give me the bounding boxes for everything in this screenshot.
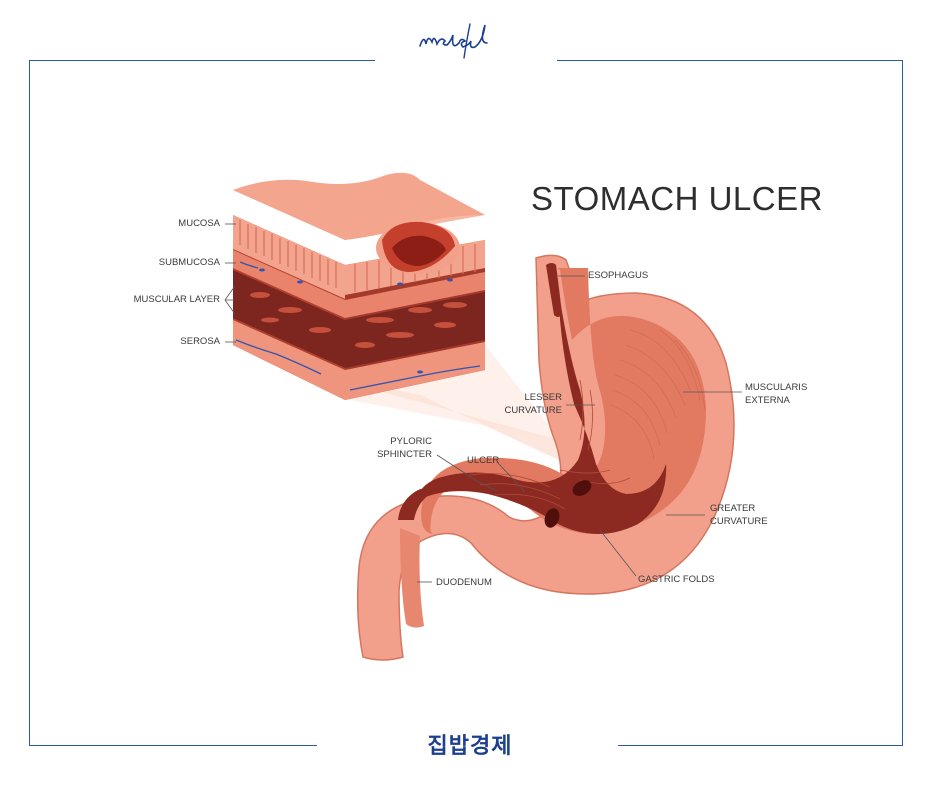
frame-bottom-left-line <box>29 745 317 746</box>
label-pyloric-sphincter-line1: PYLORIC <box>390 436 432 447</box>
leader-lines <box>224 223 742 583</box>
frame-top-right-line <box>557 60 903 61</box>
frame-top-left-line <box>29 60 375 61</box>
label-muscularis-externa-line1: MUSCULARIS <box>745 382 808 393</box>
label-muscular-layer: MUSCULAR LAYER <box>133 294 220 305</box>
frame-bottom-right-line <box>618 745 903 746</box>
label-muscularis-externa-line2: EXTERNA <box>745 395 790 406</box>
label-submucosa: SUBMUCOSA <box>158 257 220 268</box>
label-pyloric-sphincter-line2: SPHINCTER <box>377 449 432 460</box>
label-ulcer: UlCER <box>467 455 500 466</box>
label-lesser-curvature-line1: LESSER <box>524 392 563 403</box>
tissue-block <box>233 172 485 400</box>
label-gastric-folds: GASTRIC FOLDS <box>638 574 715 585</box>
footer-brand-text: 집밥경제 <box>427 734 513 759</box>
frame-left-line <box>29 60 30 746</box>
diagram-title: STOMACH ULCER <box>531 180 823 217</box>
label-mucosa: MUCOSA <box>178 218 220 229</box>
medical-script-logo <box>419 23 488 59</box>
label-greater-curvature-line2: CURVATURE <box>710 516 768 527</box>
frame-right-line <box>902 60 903 746</box>
label-greater-curvature-line1: GREATER <box>710 503 756 514</box>
label-serosa: SEROSA <box>180 336 220 347</box>
stomach <box>356 254 735 661</box>
label-lesser-curvature-line2: CURVATURE <box>504 405 562 416</box>
label-esophagus: ESOPHAGUS <box>588 270 649 281</box>
label-duodenum: DUODENUM <box>436 577 492 588</box>
